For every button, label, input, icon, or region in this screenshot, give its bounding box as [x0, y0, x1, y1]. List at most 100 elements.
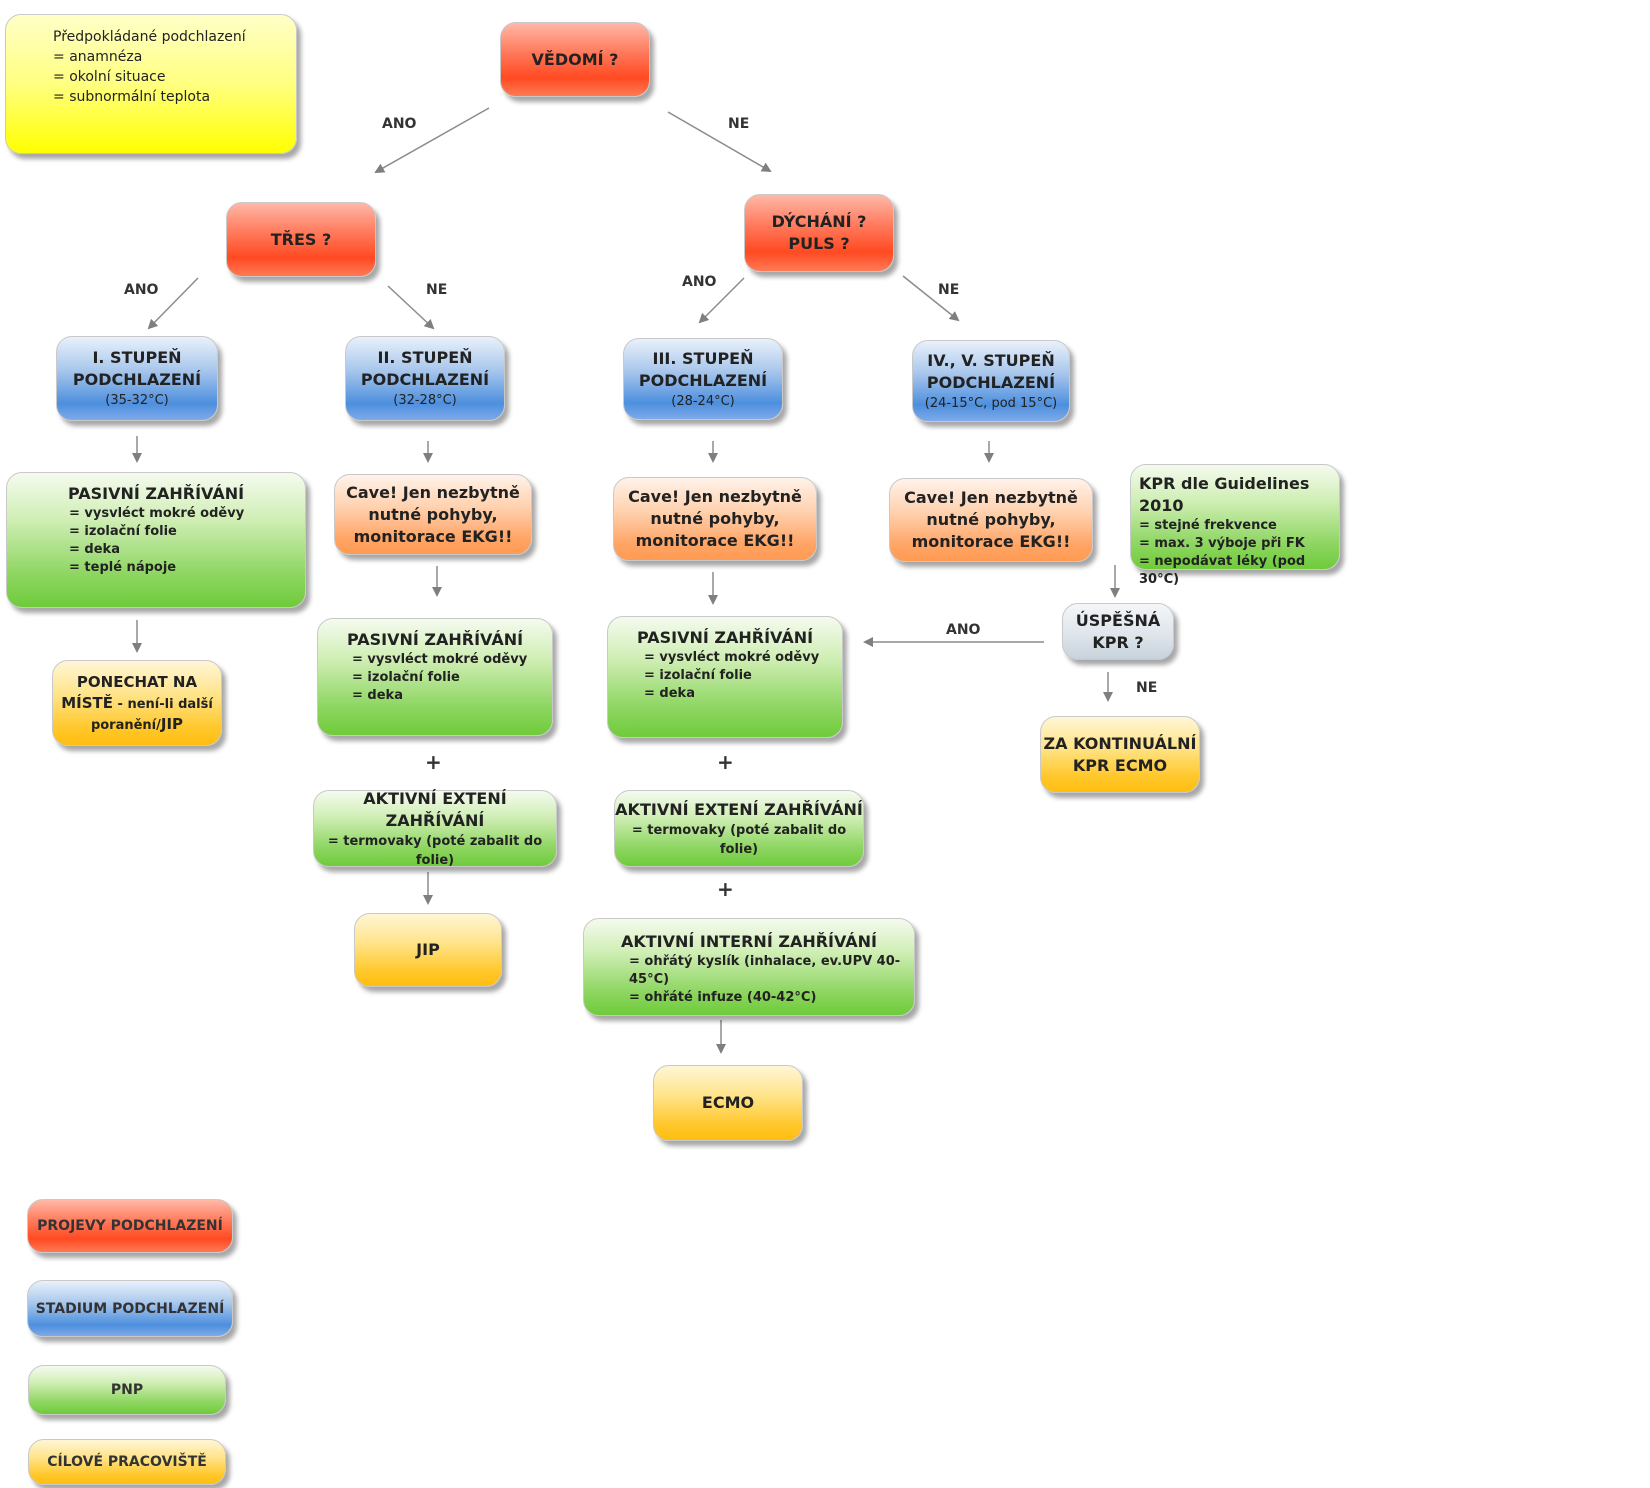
list-item: deka: [644, 685, 842, 703]
active-internal-title: AKTIVNÍ INTERNÍ ZAHŘÍVÁNÍ: [620, 932, 878, 951]
active-external-warming-3: AKTIVNÍ EXTENÍ ZAHŘÍVÁNÍ = termovaky (po…: [614, 790, 864, 867]
note-item: = subnormální teplota: [53, 89, 211, 105]
plus-sign: +: [717, 877, 734, 901]
active-external-item: = termovaky (poté zabalit do folie): [631, 822, 847, 857]
suspected-hypothermia-note: Předpokládané podchlazení = anamnéza = o…: [5, 14, 297, 154]
passive-warming-2-title: PASIVNÍ ZAHŘÍVÁNÍ: [346, 630, 524, 649]
list-item: izolační folie: [644, 667, 842, 685]
cpr-ecmo-line-1: ZA KONTINUÁLNÍ: [1043, 733, 1197, 753]
stage-4-5-box: IV., V. STUPEŇ PODCHLAZENÍ (24-15°C, pod…: [912, 340, 1070, 422]
plus-sign: +: [425, 750, 442, 774]
ecmo-label: ECMO: [701, 1093, 755, 1112]
breathing-pulse-question: DÝCHÁNÍ ? PULS ?: [744, 194, 894, 272]
list-item: vysvléct mokré oděvy: [352, 651, 552, 669]
list-item: ohřáté infuze (40-42°C): [629, 989, 914, 1007]
stage-3-subtitle: PODCHLAZENÍ: [638, 370, 768, 390]
cpr-guidelines-list: stejné frekvence max. 3 výboje při FK ne…: [1139, 517, 1339, 589]
active-internal-warming: AKTIVNÍ INTERNÍ ZAHŘÍVÁNÍ ohřátý kyslík …: [583, 918, 915, 1016]
pulse-label: PULS ?: [788, 234, 850, 253]
passive-warming-2: PASIVNÍ ZAHŘÍVÁNÍ vysvléct mokré oděvy i…: [317, 618, 553, 736]
stage-2-box: II. STUPEŇ PODCHLAZENÍ (32-28°C): [345, 336, 505, 421]
stage-2-range: (32-28°C): [393, 393, 457, 408]
shivering-question: TŘES ?: [226, 202, 376, 277]
stage-3-range: (28-24°C): [671, 393, 735, 409]
breathing-label: DÝCHÁNÍ ?: [771, 212, 867, 231]
cpr-ecmo-line-2: KPR ECMO: [1072, 755, 1168, 775]
list-item: deka: [69, 541, 305, 559]
passive-warming-1: PASIVNÍ ZAHŘÍVÁNÍ vysvléct mokré oděvy i…: [6, 472, 306, 608]
legend-blue: STADIUM PODCHLAZENÍ: [27, 1280, 233, 1337]
caution-line-3: monitorace EKG!!: [911, 532, 1071, 551]
list-item: vysvléct mokré oděvy: [644, 649, 842, 667]
active-external-title: AKTIVNÍ EXTENÍ ZAHŘÍVÁNÍ: [615, 799, 863, 819]
caution-box-stage-2: Cave! Jen nezbytně nutné pohyby, monitor…: [334, 474, 532, 555]
label-no-tres: NE: [426, 282, 448, 298]
legend-red: PROJEVY PODCHLAZENÍ: [27, 1199, 233, 1253]
caution-line-1: Cave! Jen nezbytně: [904, 488, 1078, 507]
note-title: Předpokládané podchlazení: [53, 29, 246, 45]
caution-line-3: monitorace EKG!!: [635, 531, 795, 550]
stage-4-5-range: (24-15°C, pod 15°C): [924, 395, 1058, 411]
shivering-label: TŘES ?: [270, 229, 332, 249]
passive-warming-1-title: PASIVNÍ ZAHŘÍVÁNÍ: [67, 484, 245, 503]
arrow-dychani-ne: [902, 275, 960, 322]
list-item: izolační folie: [352, 669, 552, 687]
consciousness-label: VĚDOMÍ ?: [531, 49, 619, 69]
label-yes-vedomi: ANO: [382, 116, 417, 132]
arrow-tres-ne: [387, 285, 435, 330]
list-item: nepodávat léky (pod 30°C): [1139, 553, 1339, 589]
plus-sign: +: [717, 750, 734, 774]
passive-warming-2-list: vysvléct mokré oděvy izolační folie deka: [318, 651, 552, 705]
ecmo-box: ECMO: [653, 1065, 803, 1141]
active-external-warming-2: AKTIVNÍ EXTENÍ ZAHŘÍVÁNÍ = termovaky (po…: [313, 788, 557, 868]
label-no-vedomi: NE: [728, 116, 750, 132]
passive-warming-3: PASIVNÍ ZAHŘÍVÁNÍ vysvléct mokré oděvy i…: [607, 616, 843, 738]
cpr-guidelines-title: KPR dle Guidelines 2010: [1139, 474, 1310, 515]
list-item: ohřátý kyslík (inhalace, ev.UPV 40-45°C): [629, 953, 914, 989]
note-item: = anamnéza: [53, 49, 143, 65]
label-no-dychani: NE: [938, 282, 960, 298]
caution-line-3: monitorace EKG!!: [353, 526, 513, 546]
passive-warming-1-list: vysvléct mokré oděvy izolační folie deka…: [7, 505, 305, 577]
caution-box-stage-4-5: Cave! Jen nezbytně nutné pohyby, monitor…: [889, 478, 1093, 562]
list-item: izolační folie: [69, 523, 305, 541]
icu-box: JIP: [354, 913, 502, 987]
legend-red-label: PROJEVY PODCHLAZENÍ: [37, 1218, 223, 1234]
label-no-kpr: NE: [1136, 680, 1158, 696]
stage-2-subtitle: PODCHLAZENÍ: [360, 370, 490, 389]
note-item: = okolní situace: [53, 69, 166, 85]
cpr-success-question: ÚSPĚŠNÁ KPR ?: [1062, 603, 1174, 660]
active-external-item: = termovaky (poté zabalit do folie): [327, 833, 543, 868]
label-yes-kpr: ANO: [946, 622, 981, 638]
cpr-guidelines-box: KPR dle Guidelines 2010 stejné frekvence…: [1130, 464, 1340, 587]
arrow-vedomi-ano: [374, 107, 490, 173]
label-yes-dychani: ANO: [682, 274, 717, 290]
legend-blue-label: STADIUM PODCHLAZENÍ: [35, 1300, 225, 1317]
arrow-dychani-ano: [698, 277, 745, 324]
consciousness-question: VĚDOMÍ ?: [500, 22, 650, 97]
stage-3-title: III. STUPEŇ: [652, 348, 754, 368]
active-external-title: AKTIVNÍ EXTENÍ ZAHŘÍVÁNÍ: [363, 788, 507, 830]
leave-line-1: PONECHAT NA: [76, 672, 198, 691]
icu-label: JIP: [416, 940, 440, 959]
stage-1-title: I. STUPEŇ: [92, 348, 182, 367]
caution-line-1: Cave! Jen nezbytně: [628, 487, 802, 506]
legend-yellow-label: CÍLOVÉ PRACOVIŠTĚ: [47, 1454, 207, 1470]
stage-1-subtitle: PODCHLAZENÍ: [72, 370, 202, 389]
passive-warming-3-title: PASIVNÍ ZAHŘÍVÁNÍ: [636, 628, 814, 647]
leave-line-3: poranění/JIP: [90, 714, 184, 733]
caution-box-stage-3: Cave! Jen nezbytně nutné pohyby, monitor…: [613, 477, 817, 561]
cpr-success-line-1: ÚSPĚŠNÁ: [1075, 610, 1161, 630]
stage-1-box: I. STUPEŇ PODCHLAZENÍ (35-32°C): [56, 336, 218, 421]
stage-4-5-subtitle: PODCHLAZENÍ: [926, 372, 1056, 392]
legend-yellow: CÍLOVÉ PRACOVIŠTĚ: [28, 1439, 226, 1485]
arrow-tres-ano: [147, 277, 199, 330]
stage-4-5-title: IV., V. STUPEŇ: [927, 350, 1055, 370]
list-item: max. 3 výboje při FK: [1139, 535, 1339, 553]
cpr-success-line-2: KPR ?: [1092, 632, 1144, 652]
list-item: vysvléct mokré oděvy: [69, 505, 305, 523]
caution-line-2: nutné pohyby,: [926, 510, 1056, 529]
legend-green: PNP: [28, 1365, 226, 1415]
continuous-cpr-ecmo-box: ZA KONTINUÁLNÍ KPR ECMO: [1040, 716, 1200, 793]
